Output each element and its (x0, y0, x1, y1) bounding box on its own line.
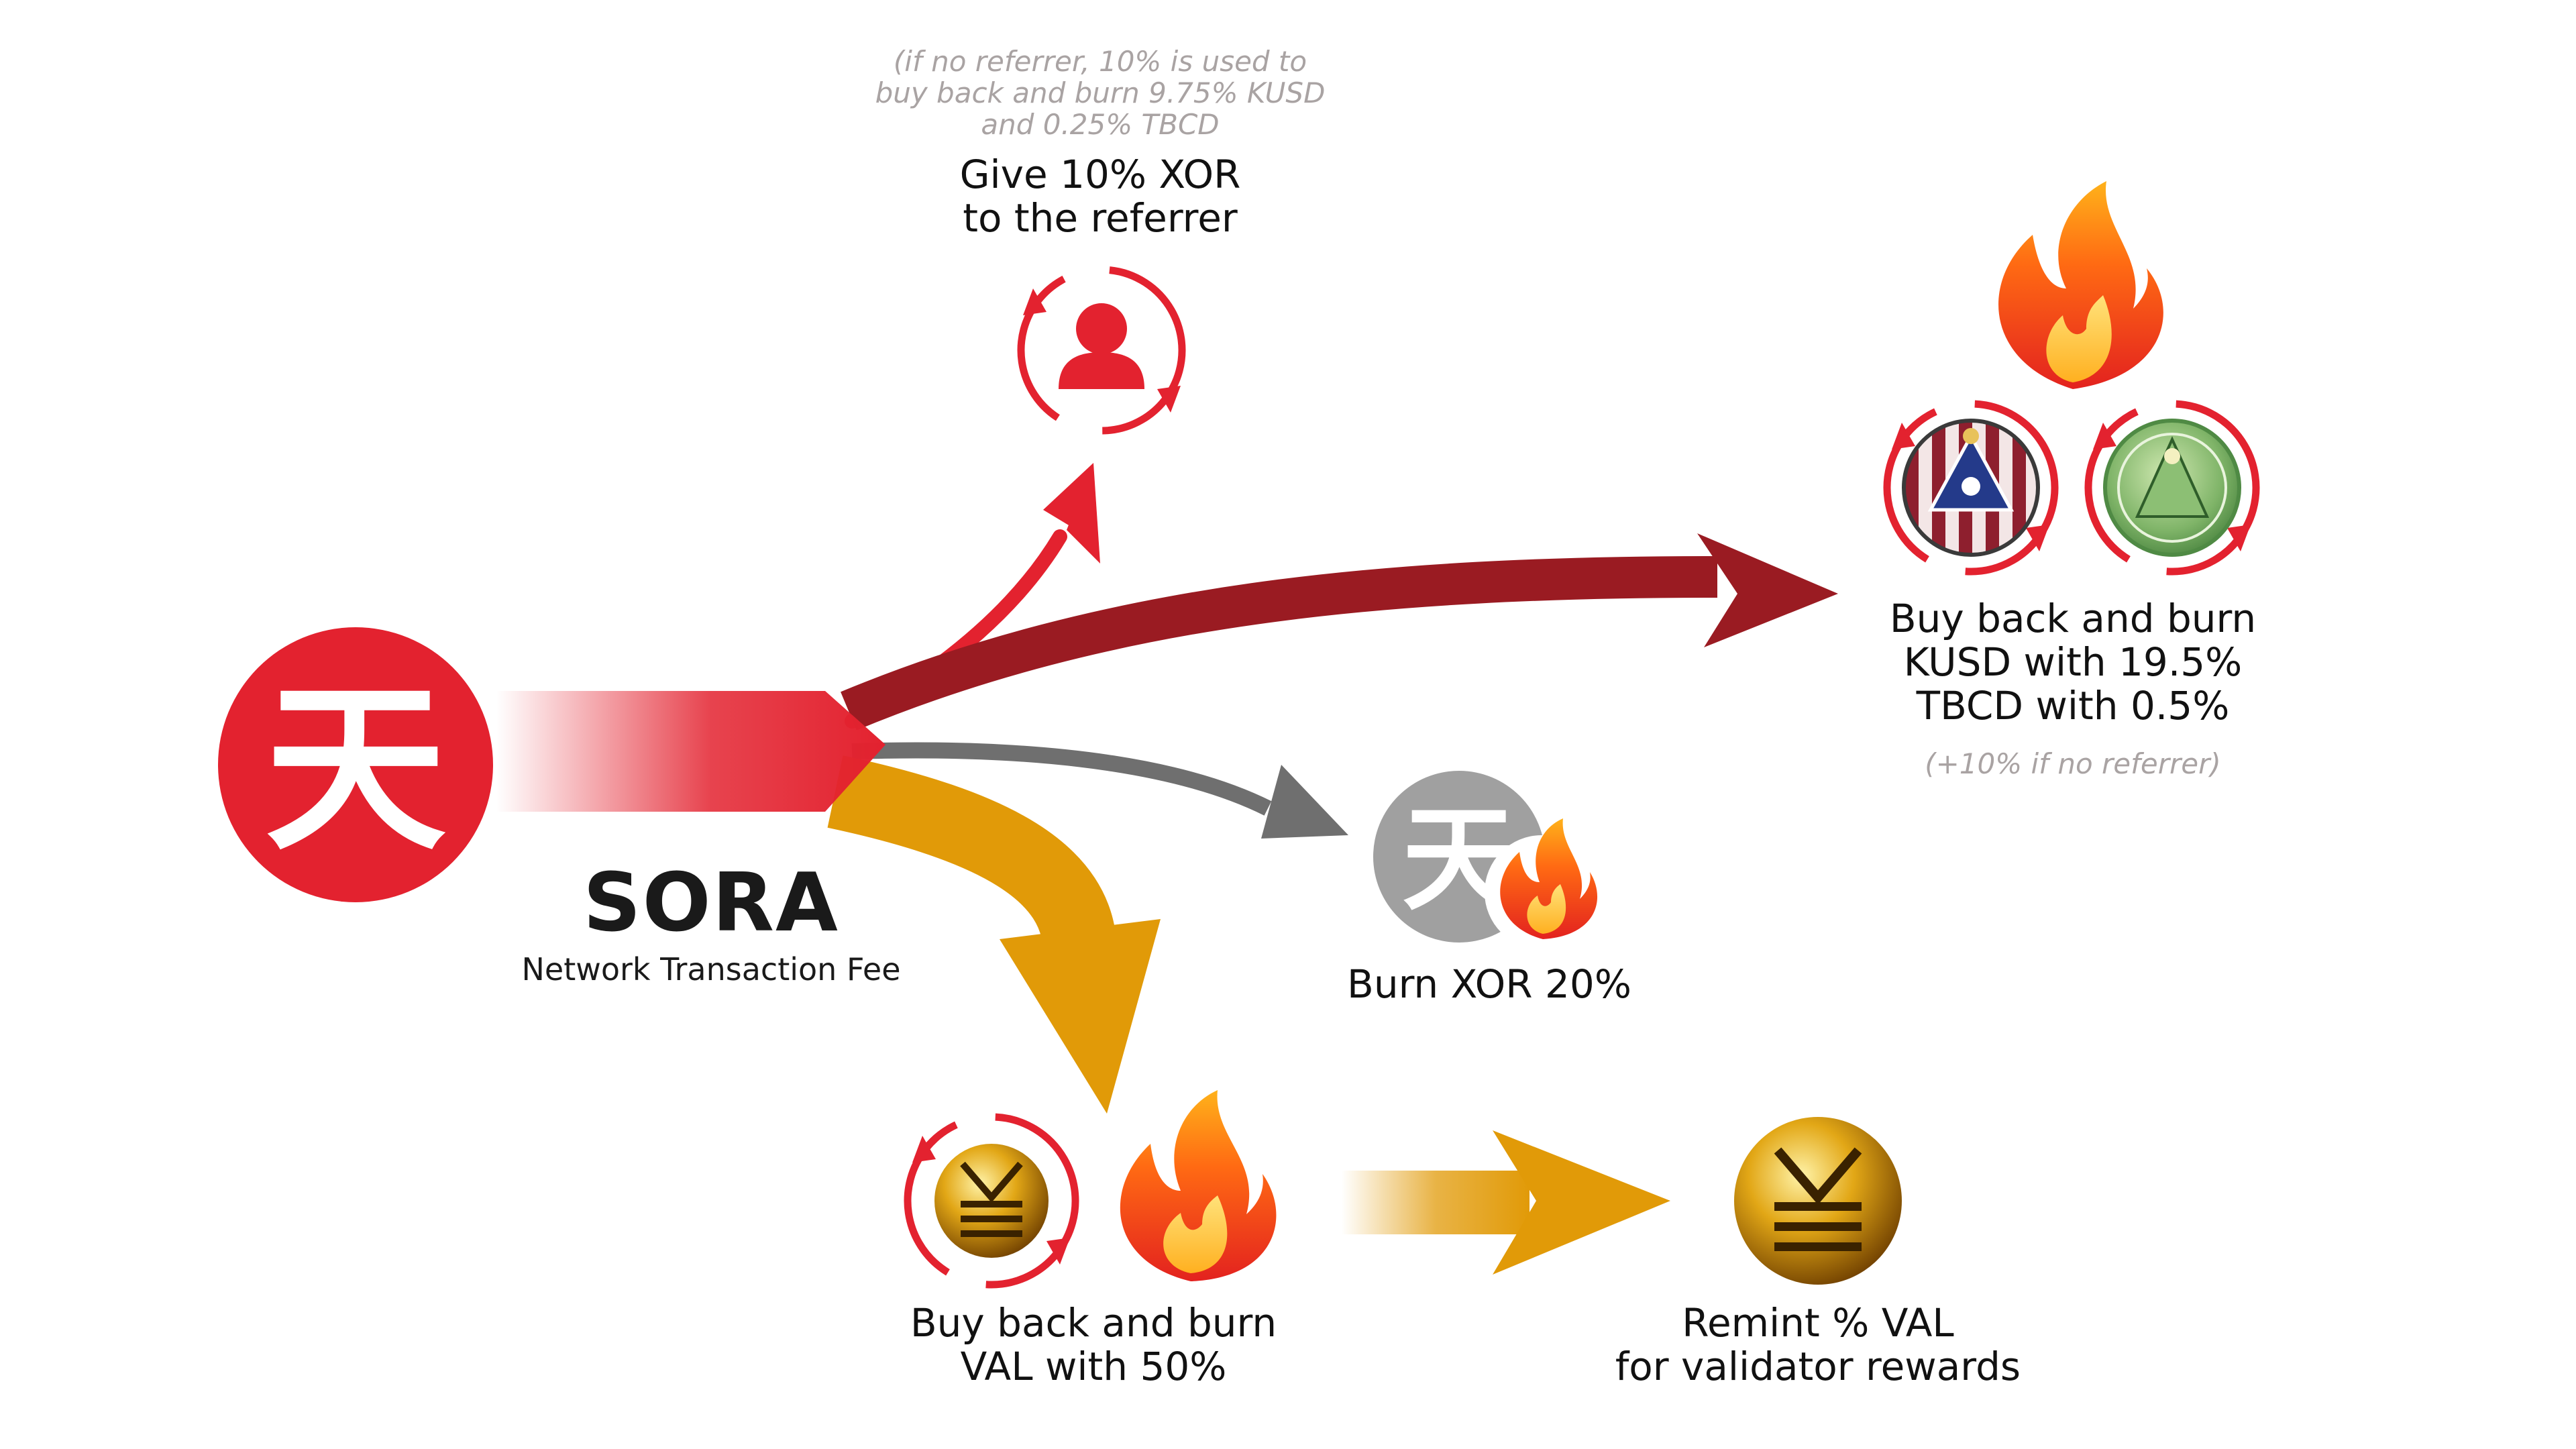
referrer-node (1017, 266, 1186, 435)
val-remint-label-line: Remint % VAL (1682, 1300, 1954, 1346)
val-remint-label-line: for validator rewards (1615, 1343, 2021, 1389)
kusd-tbcd-label-line: KUSD with 19.5% (1903, 639, 2243, 685)
burn-xor-label: Burn XOR 20% (1347, 961, 1631, 1007)
user-icon (1034, 283, 1169, 417)
arrow-to-burn-xor (851, 742, 1348, 839)
arrow-to-kusd-tbcd (841, 533, 1838, 731)
referrer-label: Give 10% XOR to the referrer (885, 153, 1315, 240)
val-burn-label-line: VAL with 50% (960, 1343, 1227, 1389)
referrer-note: (if no referrer, 10% is used to buy back… (839, 46, 1362, 140)
kusd-tbcd-label-line: TBCD with 0.5% (1916, 682, 2230, 729)
arrow-to-val-burn (827, 755, 1161, 1114)
referrer-note-line: (if no referrer, 10% is used to (893, 45, 1307, 78)
val-remint-label: Remint % VAL for validator rewards (1563, 1301, 2073, 1389)
flame-icon (1485, 818, 1599, 949)
flame-icon (1998, 181, 2163, 389)
val-burn-label: Buy back and burn VAL with 50% (872, 1301, 1315, 1389)
referrer-note-line: buy back and burn 9.75% KUSD (875, 76, 1326, 110)
source-bar (496, 691, 885, 812)
source-title: SORA (583, 857, 839, 950)
sora-logo-glyph: 天 (265, 663, 446, 875)
source-subtitle: Network Transaction Fee (521, 951, 901, 987)
flame-icon (1120, 1090, 1277, 1281)
kusd-tbcd-label-line: Buy back and burn (1889, 596, 2257, 641)
referrer-label-line: to the referrer (963, 195, 1238, 241)
val-burn-label-line: Buy back and burn (910, 1300, 1277, 1346)
sora-logo-icon: 天 (218, 627, 493, 902)
kusd-tbcd-note: (+10% if no referrer) (1925, 747, 2221, 780)
kusd-tbcd-label: Buy back and burn KUSD with 19.5% TBCD w… (1825, 597, 2321, 728)
val-token-icon (1734, 1117, 1902, 1285)
arrow-to-val-remint (1342, 1130, 1670, 1275)
referrer-note-line: and 0.25% TBCD (981, 108, 1220, 142)
referrer-label-line: Give 10% XOR (959, 152, 1241, 197)
kusd-token-icon (1883, 400, 2059, 576)
tbcd-token-icon (2084, 400, 2260, 576)
val-token-icon (904, 1113, 1079, 1289)
